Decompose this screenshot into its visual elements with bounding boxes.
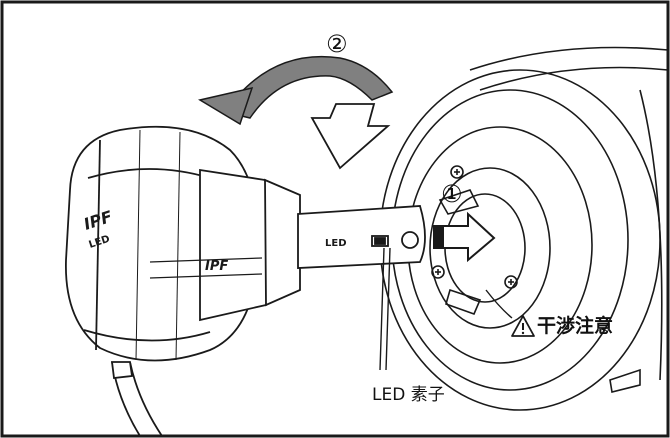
warning-icon — [511, 315, 535, 337]
interference-warning-label: 干渉注意 — [537, 315, 614, 337]
led-element-label: LED 素子 — [372, 385, 445, 405]
bulb-body — [199, 168, 274, 322]
led-bulb — [65, 125, 426, 437]
step-2-label: ② — [326, 30, 348, 58]
rotate-arrow — [198, 55, 394, 170]
interference-pointer — [485, 289, 513, 319]
step-1-label: ① — [441, 180, 463, 208]
base-logo: LED — [325, 238, 347, 249]
body-logo: IPF — [205, 259, 228, 274]
bulb-shaft — [297, 205, 426, 269]
